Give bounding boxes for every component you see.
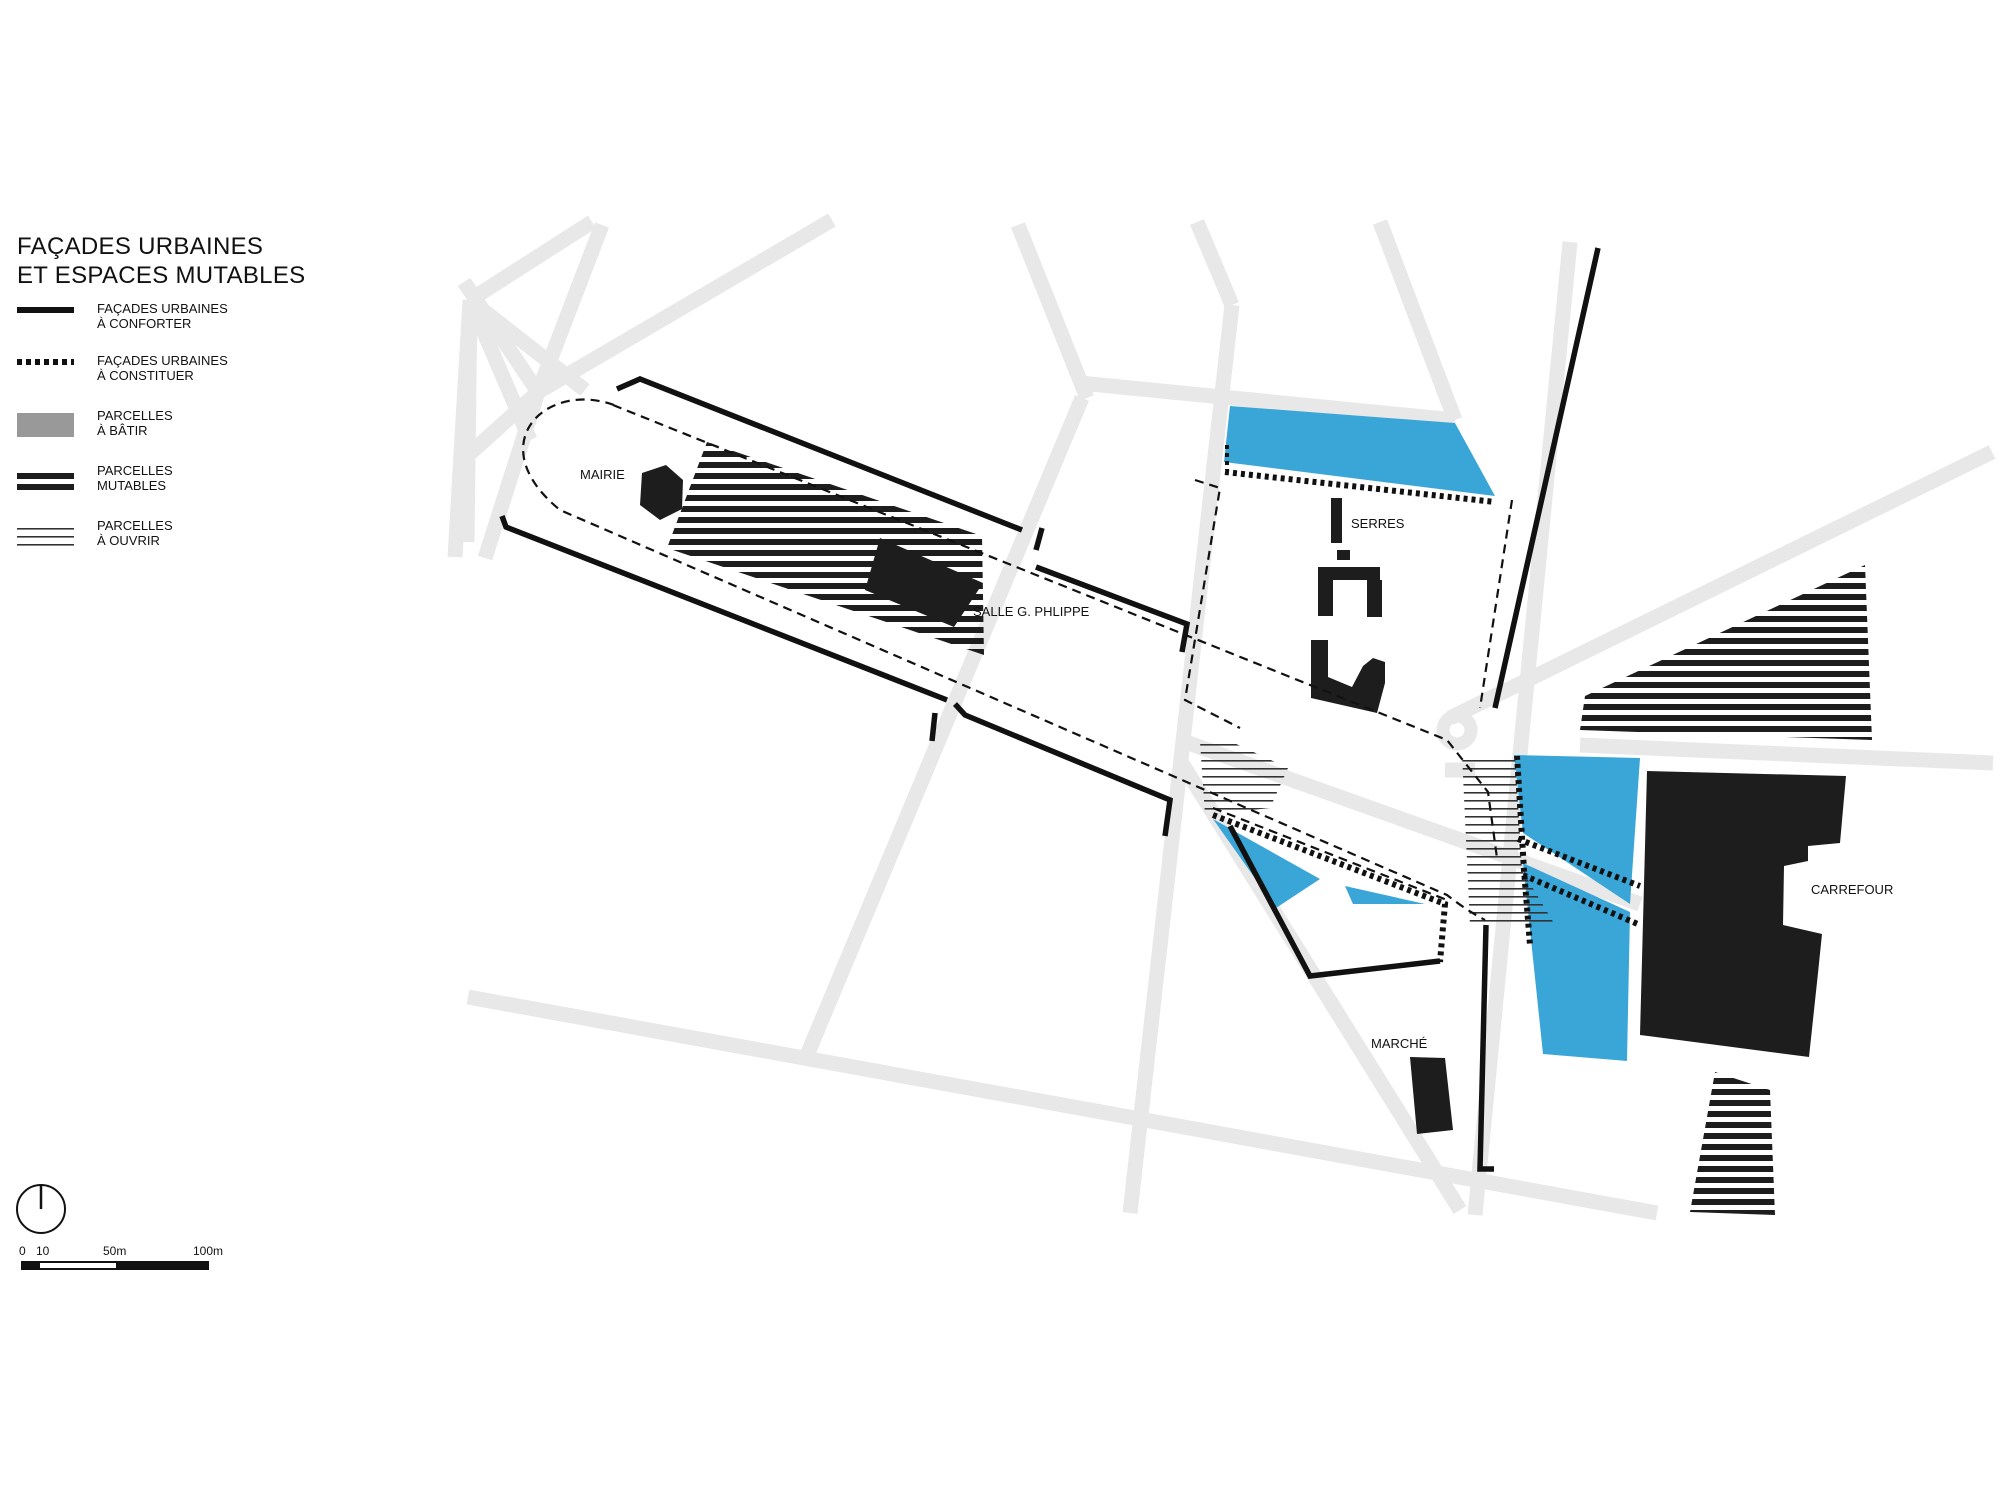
label-mairie: MAIRIE bbox=[580, 467, 625, 482]
street bbox=[457, 277, 545, 397]
street bbox=[459, 386, 544, 464]
label-marche: MARCHÉ bbox=[1371, 1036, 1428, 1051]
building-marche bbox=[1410, 1057, 1453, 1134]
scale-tick-100: 100m bbox=[193, 1244, 224, 1258]
legend-label-line: À CONFORTER bbox=[97, 316, 192, 331]
street bbox=[1011, 222, 1094, 401]
scale-bar bbox=[21, 1261, 209, 1270]
street bbox=[1446, 445, 1996, 725]
street bbox=[447, 299, 478, 558]
legend-label-line: FAÇADES URBAINES bbox=[97, 353, 228, 368]
street bbox=[465, 215, 597, 307]
scale-tick-50: 50m bbox=[103, 1244, 127, 1258]
parcel-mutable-east bbox=[1580, 565, 1872, 740]
north-arrow-icon bbox=[16, 1184, 66, 1234]
parcel-blue-serres bbox=[1224, 406, 1495, 496]
legend-label-line: FAÇADES URBAINES bbox=[97, 301, 228, 316]
building-serres-part bbox=[1337, 550, 1350, 560]
parcel-blue-south-b bbox=[1345, 886, 1425, 904]
dashed-route bbox=[522, 398, 1514, 921]
facades-a-conforter bbox=[499, 247, 1601, 1172]
building-serres-part bbox=[1333, 567, 1380, 580]
label-salle: SALLE G. PHLIPPE bbox=[973, 604, 1090, 619]
legend-label-line: MUTABLES bbox=[97, 478, 167, 493]
parcel-blue-carrefour-north bbox=[1514, 755, 1640, 904]
parcel-open-carrefour bbox=[1462, 754, 1555, 925]
label-carrefour: CARREFOUR bbox=[1811, 882, 1894, 897]
legend-label: FAÇADES URBAINES À CONSTITUER bbox=[97, 353, 297, 383]
legend-label: PARCELLES MUTABLES bbox=[97, 463, 297, 493]
street bbox=[798, 395, 1089, 1063]
legend-title: FAÇADES URBAINES ET ESPACES MUTABLES bbox=[17, 232, 305, 290]
legend-label-line: PARCELLES bbox=[97, 463, 173, 478]
facades-a-constituer bbox=[1211, 469, 1642, 963]
legend-label-line: À OUVRIR bbox=[97, 533, 160, 548]
parcel-open-west bbox=[1200, 742, 1288, 815]
legend-label-line: PARCELLES bbox=[97, 518, 173, 533]
legend-title-line1: FAÇADES URBAINES bbox=[17, 233, 264, 260]
open-parcels bbox=[1200, 742, 1555, 925]
street bbox=[466, 989, 1659, 1221]
building-serres-part bbox=[1331, 498, 1342, 543]
building-salle bbox=[865, 538, 983, 627]
legend-label-line: À BÂTIR bbox=[97, 423, 148, 438]
legend-label: PARCELLES À OUVRIR bbox=[97, 518, 297, 548]
street bbox=[1122, 304, 1240, 1214]
street bbox=[1579, 737, 1994, 771]
legend-label-line: À CONSTITUER bbox=[97, 368, 194, 383]
scale-tick-10: 10 bbox=[36, 1244, 50, 1258]
street bbox=[477, 389, 546, 561]
label-serres: SERRES bbox=[1351, 516, 1405, 531]
legend-title-line2: ET ESPACES MUTABLES bbox=[17, 262, 306, 289]
street bbox=[530, 222, 610, 395]
building-serres-south bbox=[1311, 640, 1385, 713]
street bbox=[1079, 375, 1456, 428]
street bbox=[1467, 241, 1578, 1216]
legend-label: FAÇADES URBAINES À CONFORTER bbox=[97, 301, 297, 331]
building-serres-part bbox=[1318, 567, 1333, 616]
buildings bbox=[640, 465, 1846, 1134]
street bbox=[1190, 219, 1239, 308]
parcel-mutable-mairie bbox=[667, 442, 984, 655]
street bbox=[534, 213, 836, 399]
street bbox=[1372, 219, 1463, 423]
building-mairie bbox=[640, 465, 683, 520]
legend-label-line: PARCELLES bbox=[97, 408, 173, 423]
legend-swatches bbox=[17, 307, 74, 549]
parcel-mutable-southeast bbox=[1690, 1072, 1775, 1215]
building-carrefour bbox=[1640, 771, 1846, 1057]
building-serres-part bbox=[1367, 580, 1382, 617]
legend-label: PARCELLES À BÂTIR bbox=[97, 408, 297, 438]
scale-tick-0: 0 bbox=[19, 1244, 26, 1258]
